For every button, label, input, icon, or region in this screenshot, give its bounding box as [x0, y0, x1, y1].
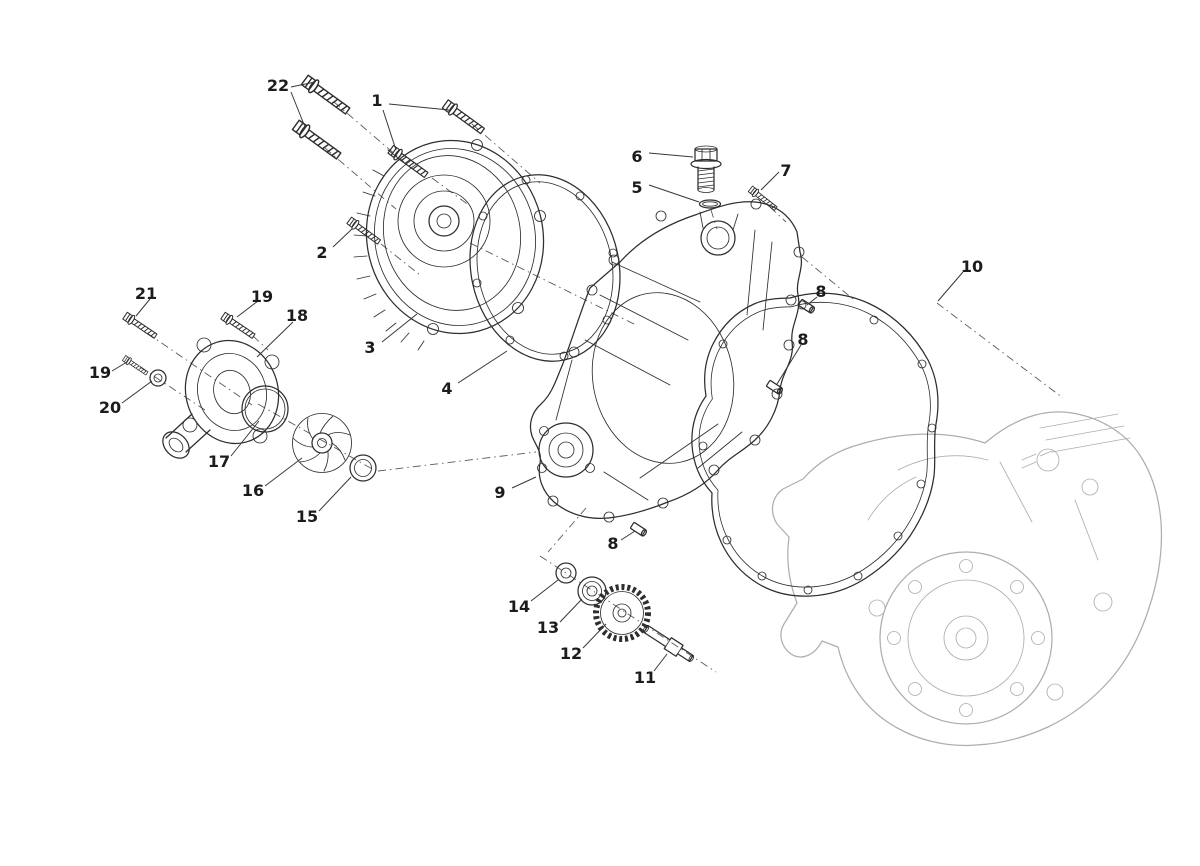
callout-6: 6: [631, 147, 642, 166]
callout-11: 11: [634, 668, 656, 687]
washer-small: [555, 562, 577, 584]
callout-4: 4: [441, 379, 452, 398]
callout-15: 15: [296, 507, 318, 526]
callout-21: 21: [135, 284, 157, 303]
cast-logo-mark: [1021, 450, 1053, 469]
callout-9: 9: [494, 483, 505, 502]
plug-o-ring: [698, 199, 722, 209]
clutch-cover-inner: [529, 198, 805, 523]
callout-7: 7: [780, 161, 791, 180]
washer-flat: [149, 369, 167, 387]
callout-2: 2: [316, 243, 327, 262]
clutch-cover-gasket-large: [691, 292, 939, 597]
callout-8b: 8: [797, 330, 808, 349]
clutch-cover-outer: [353, 139, 546, 351]
callout-labels: 22 1 6 5 7 2 21 19 18 3 4 8 8 10 19 20 1…: [89, 76, 983, 687]
callout-19b: 19: [89, 363, 111, 382]
callout-5: 5: [631, 178, 642, 197]
callout-leader-lines: [111, 81, 964, 672]
water-pump-o-ring: [241, 385, 289, 433]
callout-14: 14: [508, 597, 530, 616]
callout-13: 13: [537, 618, 559, 637]
callout-10: 10: [961, 257, 983, 276]
callout-8a: 8: [815, 282, 826, 301]
callout-8c: 8: [607, 534, 618, 553]
flange-bolts: [121, 73, 779, 378]
callout-18: 18: [286, 306, 308, 325]
water-pump-shaft: [642, 625, 695, 662]
callout-22: 22: [267, 76, 289, 95]
callout-12: 12: [560, 644, 582, 663]
callout-17: 17: [208, 452, 230, 471]
callout-3: 3: [364, 338, 375, 357]
water-pump-cover: [162, 337, 280, 459]
callout-19a: 19: [251, 287, 273, 306]
callout-16: 16: [242, 481, 264, 500]
shaft-seal: [349, 454, 377, 482]
engine-crankcase: [771, 411, 1163, 747]
callout-1: 1: [371, 91, 382, 110]
clutch-cover-gasket-small: [469, 174, 621, 362]
callout-20: 20: [99, 398, 121, 417]
oil-filler-plug: [690, 145, 722, 193]
water-pump-impeller: [292, 413, 352, 473]
water-pump-gear: [593, 584, 651, 642]
